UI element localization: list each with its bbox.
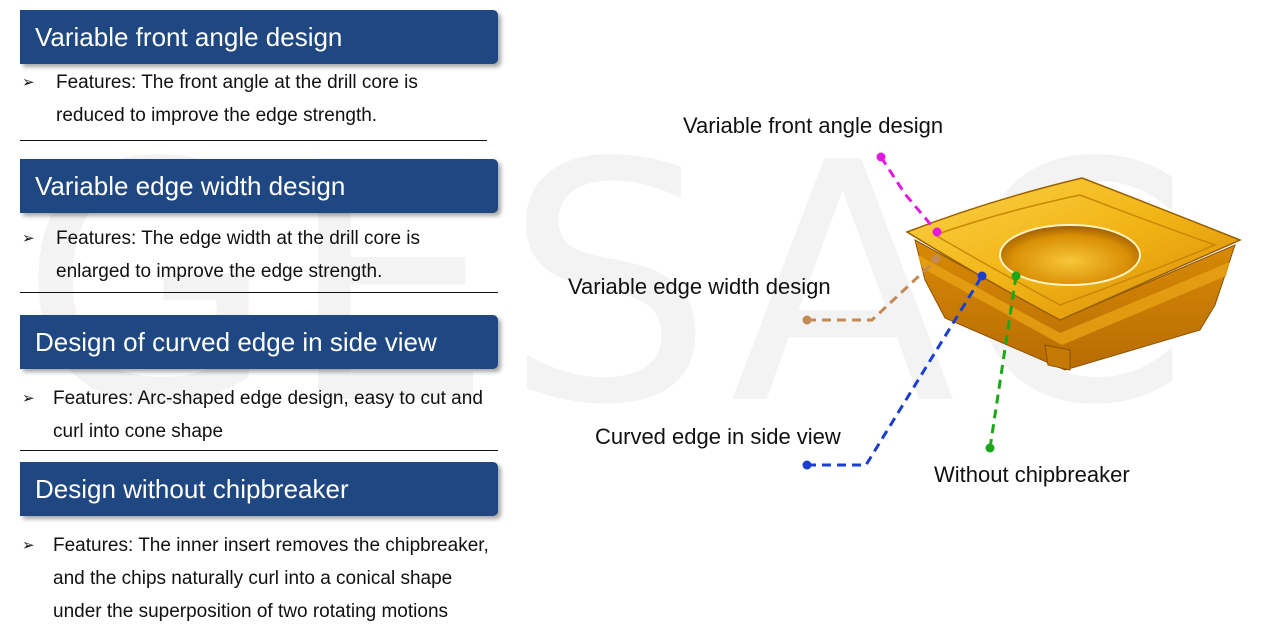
section-front-angle: Variable front angle design ➢ Features: …: [20, 10, 498, 141]
callout-chipbreaker-label: Without chipbreaker: [934, 462, 1130, 487]
insert-center-hole: [999, 224, 1141, 286]
callout-chipbreaker-line: [985, 271, 1021, 453]
callout-curved-edge-label: Curved edge in side view: [595, 424, 841, 449]
feature-line: enlarged to improve the edge strength.: [56, 261, 383, 282]
section-header: Design of curved edge in side view: [20, 315, 498, 369]
section-header: Variable front angle design: [20, 10, 498, 64]
insert-side-band: [918, 255, 1230, 345]
section-divider: [20, 140, 487, 141]
callout-edge-width-line: [802, 254, 941, 325]
callout-front-angle-line: [876, 152, 942, 237]
arrow-bullet-icon: ➢: [22, 230, 35, 247]
section-edge-width: Variable edge width design ➢ Features: T…: [20, 159, 498, 293]
feature-line: under the superposition of two rotating …: [53, 601, 449, 622]
section-divider: [20, 450, 498, 451]
arrow-bullet-icon: ➢: [22, 390, 35, 407]
arrow-bullet-icon: ➢: [22, 537, 35, 554]
section-chipbreaker: Design without chipbreaker ➢ Features: T…: [20, 462, 498, 628]
feature-text: ➢ Features: The front angle at the drill…: [20, 66, 498, 132]
insert-inner-edge: [933, 194, 1218, 306]
feature-line: and the chips naturally curl into a coni…: [53, 568, 453, 589]
feature-text: ➢ Features: The edge width at the drill …: [20, 222, 498, 288]
section-header: Variable edge width design: [20, 159, 498, 213]
callout-edge-width-label: Variable edge width design: [568, 274, 831, 299]
insert-side-face: [914, 239, 1236, 371]
section-curved-edge: Design of curved edge in side view ➢ Fea…: [20, 315, 498, 451]
feature-line: reduced to improve the edge strength.: [56, 105, 378, 126]
callout-curved-edge-line: [802, 271, 987, 470]
section-divider: [20, 292, 498, 293]
feature-line: curl into cone shape: [53, 421, 224, 442]
arrow-bullet-icon: ➢: [22, 74, 35, 91]
feature-text: ➢ Features: The inner insert removes the…: [20, 529, 498, 628]
feature-line: Features: Arc-shaped edge design, easy t…: [53, 388, 483, 409]
section-header: Design without chipbreaker: [20, 462, 498, 516]
feature-line: Features: The front angle at the drill c…: [56, 72, 418, 93]
insert-notch: [1044, 344, 1071, 371]
feature-text: ➢ Features: Arc-shaped edge design, easy…: [20, 382, 498, 448]
callout-front-angle-label: Variable front angle design: [683, 113, 944, 138]
feature-line: Features: The inner insert removes the c…: [53, 535, 489, 556]
feature-line: Features: The edge width at the drill co…: [56, 228, 421, 249]
